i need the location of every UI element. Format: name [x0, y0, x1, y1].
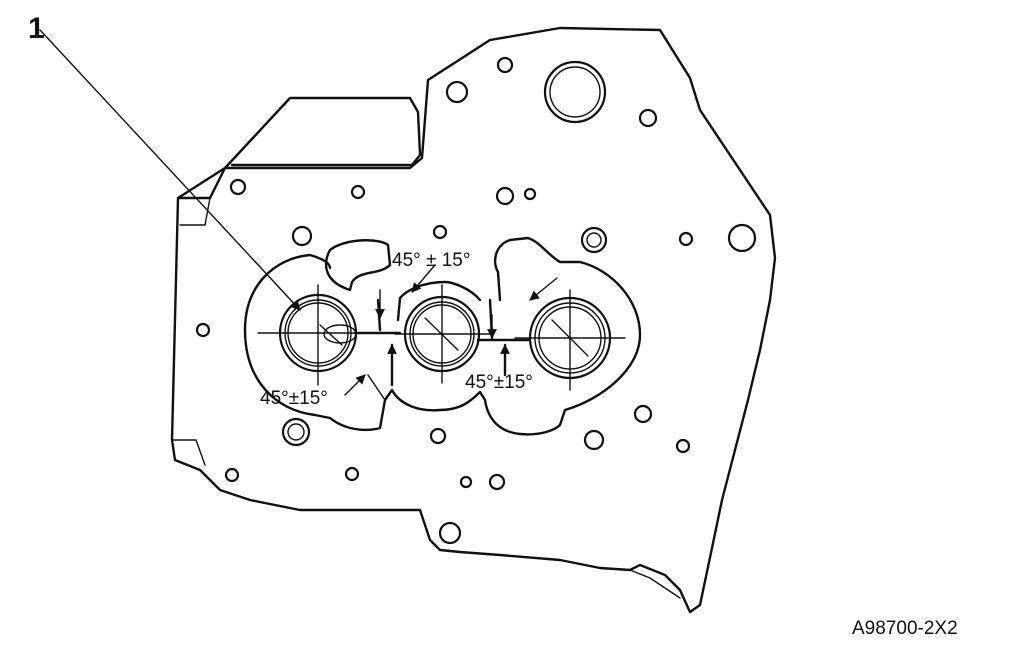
- plate-step-bottom: [629, 569, 681, 599]
- callout-leader: [39, 29, 301, 311]
- bore-left: [257, 284, 371, 386]
- angle-arrow-left: [344, 374, 366, 396]
- angle-arrow-right-top: [529, 277, 558, 301]
- plate-outline: [170, 26, 777, 614]
- oil-groove-left: [353, 298, 402, 387]
- angle-tick-left: [367, 374, 386, 401]
- mounting-holes: [195, 56, 757, 545]
- bore-right: [514, 289, 626, 391]
- angle-label-right: 45°±15°: [465, 372, 533, 393]
- bore-center: [394, 284, 491, 384]
- reference-code: A98700-2X2: [852, 618, 958, 639]
- angle-arrow-top: [411, 264, 436, 293]
- bore-recess: [243, 236, 642, 436]
- angle-label-top: 45° ± 15°: [392, 250, 470, 271]
- plate-step: [171, 197, 211, 466]
- angle-label-left: 45°±15°: [260, 388, 328, 409]
- callout-number: 1: [28, 12, 45, 45]
